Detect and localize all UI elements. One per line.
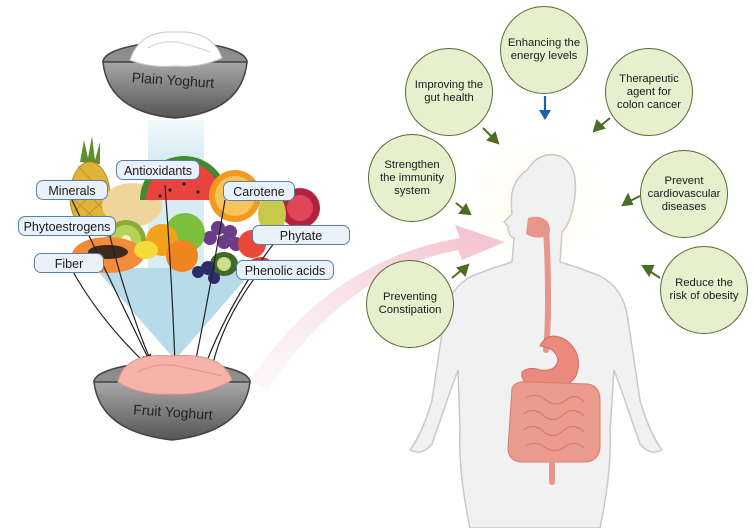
nutrient-minerals: Minerals — [36, 180, 108, 200]
plain-yoghurt-bowl — [102, 31, 248, 119]
nutrient-phenolic-acids: Phenolic acids — [236, 260, 334, 280]
benefit-gut-text: Improving the gut health — [414, 79, 484, 104]
nutrient-carotene: Carotene — [223, 181, 295, 201]
benefit-colon: Therapeutic agent for colon cancer — [605, 48, 693, 136]
fruit-cluster — [69, 136, 320, 284]
energy-arrow — [539, 96, 551, 120]
benefit-colon-text: Therapeutic agent for colon cancer — [616, 72, 682, 111]
nutrient-phytate: Phytate — [252, 225, 350, 245]
benefit-cardio: Prevent cardiovascular diseases — [640, 150, 728, 238]
benefit-energy: Enhancing the energy levels — [500, 6, 588, 94]
nutrient-antioxidants: Antioxidants — [116, 160, 200, 180]
benefit-constipation: Preventing Constipation — [366, 260, 454, 348]
benefit-energy-text: Enhancing the energy levels — [507, 37, 581, 62]
benefit-immunity-text: Strengthen the immunity system — [379, 158, 445, 197]
benefit-gut: Improving the gut health — [405, 48, 493, 136]
benefit-arrows — [451, 117, 661, 279]
human-body — [408, 153, 664, 528]
digestive-system — [507, 216, 601, 485]
nutrient-phytoestrogens: Phytoestrogens — [18, 216, 116, 236]
pink-transfer-arrow — [250, 225, 505, 390]
benefit-obesity-text: Reduce the risk of obesity — [669, 277, 739, 302]
fruit-yoghurt-bowl — [93, 355, 251, 441]
nutrient-fiber: Fiber — [34, 253, 104, 273]
benefit-immunity: Strengthen the immunity system — [368, 134, 456, 222]
benefit-constipation-text: Preventing Constipation — [378, 291, 442, 316]
benefit-obesity: Reduce the risk of obesity — [660, 246, 748, 334]
benefit-cardio-text: Prevent cardiovascular diseases — [647, 174, 721, 213]
